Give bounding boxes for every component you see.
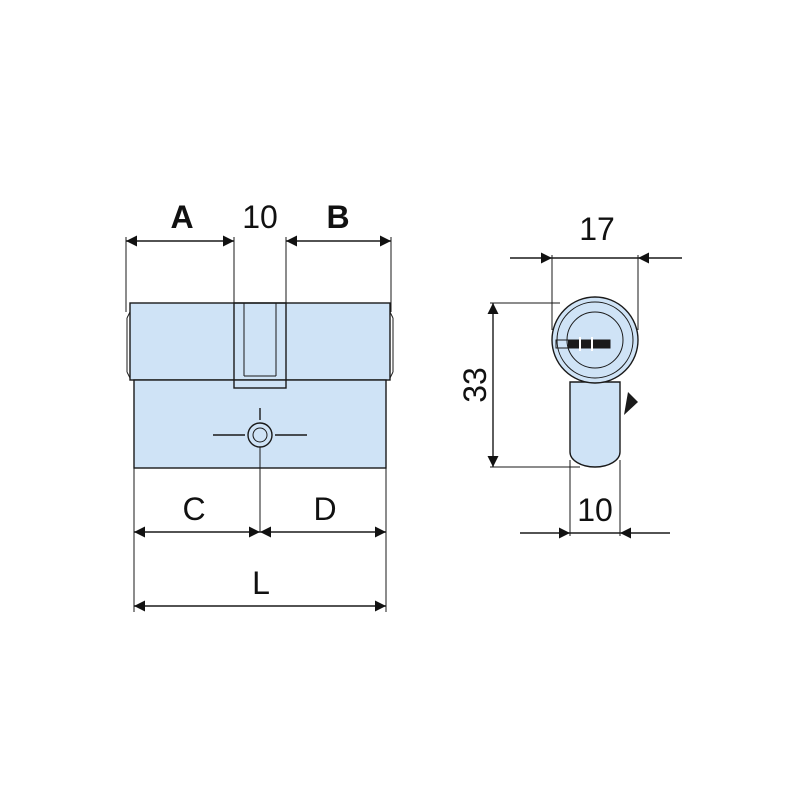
label-b: B: [326, 199, 349, 235]
label-side-width: 17: [579, 211, 615, 247]
side-view: 17 33 10: [457, 211, 682, 539]
screw-hole-inner: [252, 427, 268, 443]
label-l: L: [252, 565, 270, 601]
label-side-height: 33: [457, 367, 493, 403]
left-chamfer-bottom: [126, 371, 131, 379]
cylinder-top-section: [129, 302, 391, 381]
front-extension-lines: [125, 237, 392, 612]
key-blade: [568, 340, 610, 348]
label-d: D: [313, 491, 336, 527]
left-chamfer-top: [126, 311, 131, 319]
label-c: C: [182, 491, 205, 527]
cylinder-body: [126, 302, 394, 469]
cam-slot: [233, 302, 287, 389]
front-view: A 10 B C D L: [125, 199, 394, 612]
label-side-bottom-width: 10: [577, 492, 613, 528]
right-chamfer-bottom: [389, 371, 394, 379]
profile-stem: [569, 381, 621, 468]
cylinder-profile: [551, 296, 639, 468]
label-cam-width: 10: [242, 199, 278, 235]
right-chamfer-top: [389, 311, 394, 319]
profile-cam: [624, 392, 638, 415]
label-a: A: [170, 199, 193, 235]
side-extension-lines: [490, 255, 639, 536]
